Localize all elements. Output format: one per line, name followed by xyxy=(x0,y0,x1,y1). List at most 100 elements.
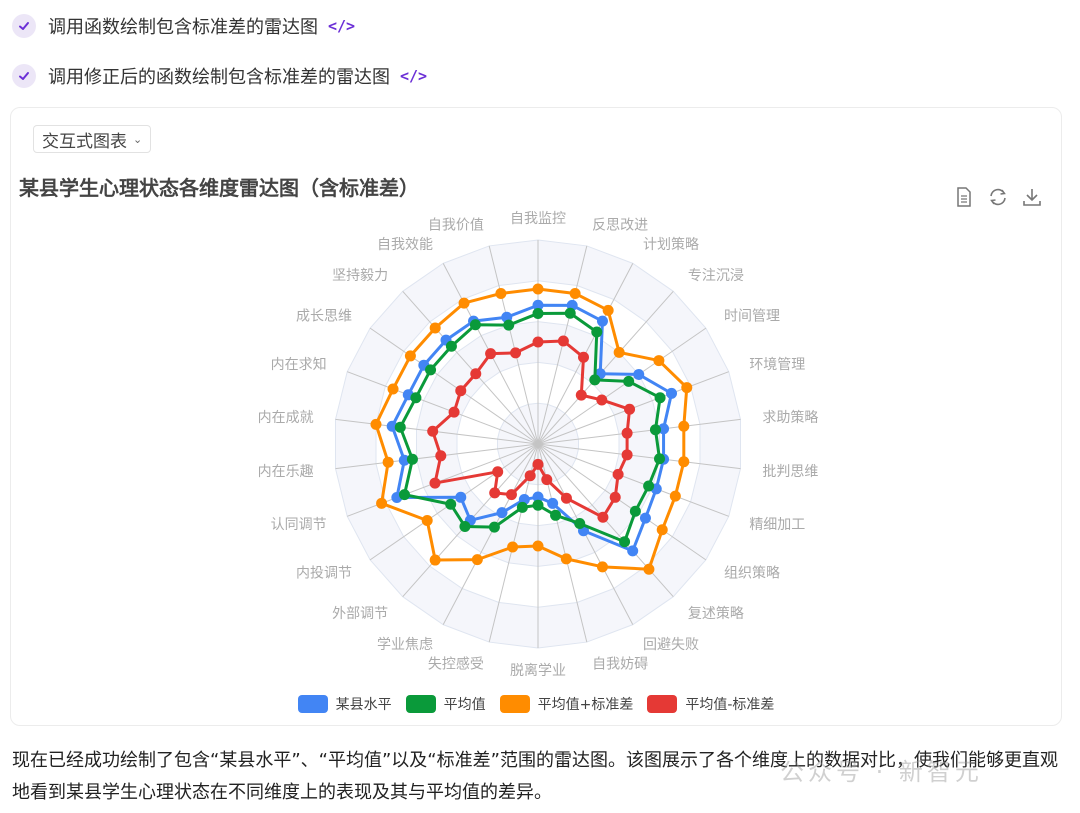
data-point[interactable] xyxy=(455,385,467,397)
data-point[interactable] xyxy=(445,340,457,352)
legend-item[interactable]: 平均值-标准差 xyxy=(647,694,774,714)
data-point[interactable] xyxy=(429,554,441,566)
data-point[interactable] xyxy=(470,368,482,380)
data-point[interactable] xyxy=(410,392,422,404)
data-point[interactable] xyxy=(448,406,460,418)
data-point[interactable] xyxy=(532,283,544,295)
data-point[interactable] xyxy=(619,536,631,548)
data-point[interactable] xyxy=(574,517,586,529)
chart-type-dropdown[interactable]: 交互式图表 ⌄ xyxy=(33,125,152,153)
data-point[interactable] xyxy=(503,319,515,331)
data-point[interactable] xyxy=(376,497,388,509)
data-point[interactable] xyxy=(589,374,601,386)
data-point[interactable] xyxy=(591,326,603,338)
data-point[interactable] xyxy=(669,490,681,502)
data-point[interactable] xyxy=(609,491,621,503)
data-point[interactable] xyxy=(427,425,439,437)
data-point[interactable] xyxy=(382,456,394,468)
data-point[interactable] xyxy=(623,375,635,387)
data-point[interactable] xyxy=(633,368,645,380)
data-point[interactable] xyxy=(560,492,572,504)
data-point[interactable] xyxy=(678,420,690,432)
data-point[interactable] xyxy=(532,499,544,511)
data-point[interactable] xyxy=(459,520,471,532)
data-point[interactable] xyxy=(627,545,639,557)
data-point[interactable] xyxy=(485,348,497,360)
data-point[interactable] xyxy=(658,423,670,435)
data-point[interactable] xyxy=(489,487,501,499)
data-point[interactable] xyxy=(532,540,544,552)
data-point[interactable] xyxy=(495,287,507,299)
data-point[interactable] xyxy=(386,420,398,432)
data-point[interactable] xyxy=(654,392,666,404)
data-point[interactable] xyxy=(516,501,528,513)
data-point[interactable] xyxy=(643,480,655,492)
data-point[interactable] xyxy=(532,336,544,348)
data-point[interactable] xyxy=(597,511,609,523)
data-point[interactable] xyxy=(507,541,519,553)
data-point[interactable] xyxy=(398,454,410,466)
data-point[interactable] xyxy=(596,394,608,406)
data-point[interactable] xyxy=(541,474,553,486)
data-point[interactable] xyxy=(621,427,633,439)
data-point[interactable] xyxy=(398,489,410,501)
data-point[interactable] xyxy=(455,491,467,503)
data-point[interactable] xyxy=(564,307,576,319)
data-point[interactable] xyxy=(471,554,483,566)
data-point[interactable] xyxy=(370,418,382,430)
data-point[interactable] xyxy=(394,421,406,433)
restore-icon[interactable] xyxy=(987,186,1009,208)
data-point[interactable] xyxy=(404,350,416,362)
data-point[interactable] xyxy=(557,335,569,347)
data-point[interactable] xyxy=(547,497,559,509)
data-point[interactable] xyxy=(469,319,481,331)
data-point[interactable] xyxy=(612,468,624,480)
legend-item[interactable]: 平均值+标准差 xyxy=(499,694,633,714)
data-point[interactable] xyxy=(406,453,418,465)
data-point[interactable] xyxy=(492,466,504,478)
data-point[interactable] xyxy=(421,514,433,526)
code-icon[interactable]: </> xyxy=(400,67,428,85)
save-image-icon[interactable] xyxy=(1021,186,1043,208)
data-point[interactable] xyxy=(458,297,470,309)
data-point[interactable] xyxy=(532,307,544,319)
data-point[interactable] xyxy=(656,524,668,536)
data-point[interactable] xyxy=(629,505,641,517)
data-point[interactable] xyxy=(596,561,608,573)
step-item-2[interactable]: 调用修正后的函数绘制包含标准差的雷达图 </> xyxy=(12,62,427,90)
data-point[interactable] xyxy=(666,387,678,399)
data-point[interactable] xyxy=(624,403,636,415)
data-point[interactable] xyxy=(435,450,447,462)
data-point[interactable] xyxy=(425,364,437,376)
data-point[interactable] xyxy=(649,424,661,436)
data-point[interactable] xyxy=(578,351,590,363)
code-icon[interactable]: </> xyxy=(328,17,356,35)
data-point[interactable] xyxy=(387,383,399,395)
data-point[interactable] xyxy=(429,477,441,489)
data-point[interactable] xyxy=(602,304,614,316)
step-item-1[interactable]: 调用函数绘制包含标准差的雷达图 </> xyxy=(12,12,355,40)
data-point[interactable] xyxy=(429,322,441,334)
data-point[interactable] xyxy=(681,382,693,394)
data-point[interactable] xyxy=(653,355,665,367)
data-point[interactable] xyxy=(550,509,562,521)
data-view-icon[interactable] xyxy=(953,186,975,208)
data-point[interactable] xyxy=(621,449,633,461)
data-point[interactable] xyxy=(532,458,544,470)
data-point[interactable] xyxy=(524,470,536,482)
legend-item[interactable]: 某县水平 xyxy=(297,694,392,714)
data-point[interactable] xyxy=(596,315,608,327)
data-point[interactable] xyxy=(532,491,544,503)
data-point[interactable] xyxy=(445,498,457,510)
data-point[interactable] xyxy=(643,563,655,575)
data-point[interactable] xyxy=(510,347,522,359)
data-point[interactable] xyxy=(639,512,651,524)
legend-item[interactable]: 平均值 xyxy=(405,694,486,714)
data-point[interactable] xyxy=(560,553,572,565)
data-point[interactable] xyxy=(613,346,625,358)
data-point[interactable] xyxy=(488,521,500,533)
data-point[interactable] xyxy=(505,489,517,501)
data-point[interactable] xyxy=(569,287,581,299)
data-point[interactable] xyxy=(654,453,666,465)
data-point[interactable] xyxy=(496,507,508,519)
